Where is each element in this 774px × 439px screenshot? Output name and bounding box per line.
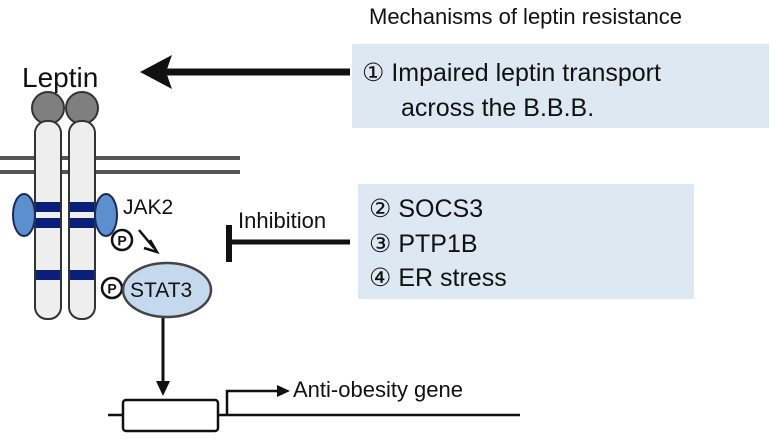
gene-start-arrow	[225, 385, 290, 415]
dna-strand	[108, 398, 520, 433]
mechanism-box-transport: ① Impaired leptin transport across the B…	[352, 44, 769, 128]
mechanism-1-line-2: across the B.B.B.	[401, 94, 595, 122]
jak2-label: JAK2	[123, 196, 174, 219]
mechanism-1-line-1: ① Impaired leptin transport	[362, 59, 661, 87]
jak2-right	[94, 193, 118, 237]
jak2-left	[12, 193, 36, 237]
jak2-to-stat3-arrow	[138, 229, 160, 255]
mechanism-2: ② SOCS3	[369, 195, 484, 223]
transcription-arrow	[156, 318, 170, 396]
leptin-receptor-left	[34, 120, 62, 320]
mechanism-3: ③ PTP1B	[369, 230, 478, 258]
phospho-marker-upper: P	[110, 228, 134, 252]
leptin-molecule-right	[65, 91, 99, 125]
mechanism-4: ④ ER stress	[369, 264, 507, 292]
leptin-receptor-right	[68, 120, 96, 320]
svg-text:P: P	[107, 281, 116, 297]
stat3-label: STAT3	[130, 279, 193, 302]
leptin-label: Leptin	[22, 62, 99, 93]
stat3-ellipse	[121, 261, 213, 319]
transport-arrow	[140, 55, 350, 89]
mechanism-box-inhibitors: ② SOCS3 ③ PTP1B ④ ER stress	[358, 184, 694, 299]
svg-text:P: P	[117, 233, 126, 249]
leptin-molecule-left	[31, 91, 65, 125]
diagram-title: Mechanisms of leptin resistance	[369, 4, 683, 29]
phospho-marker-lower: P	[100, 276, 124, 300]
inhibition-label: Inhibition	[238, 208, 327, 233]
gene-label: Anti-obesity gene	[293, 377, 463, 402]
inhibition-bar	[226, 225, 350, 262]
